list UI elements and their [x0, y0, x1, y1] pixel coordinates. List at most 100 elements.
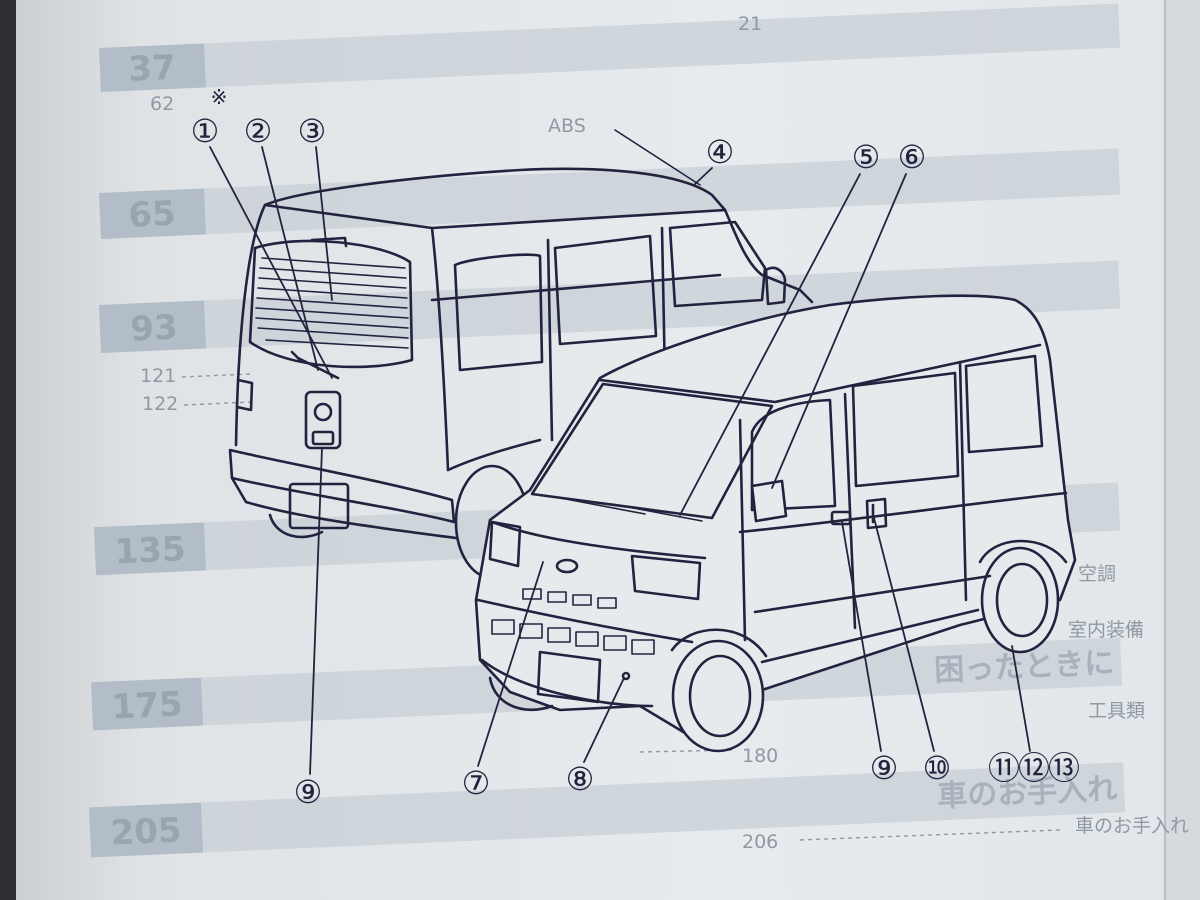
index-entry-label: 工具類: [1088, 700, 1145, 722]
front-van-roof-edge: [598, 343, 1042, 404]
left-headlamp: [488, 520, 522, 568]
defogger-line: [256, 297, 408, 309]
tab-bar: [98, 260, 1121, 353]
front-wheel-arch: [670, 628, 768, 658]
rear-van-left-edge: [234, 203, 267, 447]
section-tab: 93: [98, 260, 1121, 353]
bumper-vent: [631, 639, 655, 655]
section-tab: 37: [99, 3, 1120, 92]
index-entry-label: 車のお手入れ: [1075, 815, 1189, 837]
tab-number-box: [99, 43, 206, 92]
front-bumper-vents: [491, 619, 655, 655]
rear-window: [248, 239, 414, 369]
rear-van-sill: [446, 438, 542, 472]
tab-number: 205: [110, 810, 183, 853]
bumper-vent: [519, 623, 543, 639]
leader-line-11-13: [1011, 645, 1031, 752]
rear-van-front-window: [668, 220, 767, 308]
rear-van-side-window: [553, 234, 658, 346]
defogger-line: [255, 307, 409, 319]
rear-van-side-window: [453, 253, 544, 372]
front-door-handle: [830, 510, 852, 526]
leader-line-3: [315, 146, 333, 301]
callout-1: ①: [191, 112, 220, 150]
index-entry-label: ABS: [548, 115, 586, 137]
leader-line-9-side: [841, 521, 882, 752]
rear-quarter-window: [964, 354, 1044, 454]
rear-van-roof-edge: [263, 203, 727, 230]
front-wipers: [554, 496, 703, 522]
leader-line-8: [583, 677, 625, 763]
back-door-handle: [311, 430, 335, 446]
tab-number: 37: [127, 48, 176, 90]
back-door-handle-plate: [304, 390, 342, 450]
rear-van-nose: [723, 208, 814, 304]
windshield: [530, 382, 774, 520]
defogger-line: [257, 327, 409, 339]
rear-van-roof: [263, 167, 727, 212]
grille-slot: [572, 594, 592, 606]
roof-antenna: [614, 129, 701, 186]
front-view-van: [474, 294, 1077, 753]
sliding-door-handle: [865, 497, 888, 530]
callout-6: ⑥: [898, 138, 927, 176]
tab-number: 175: [111, 684, 184, 727]
leader-line-4: [694, 167, 713, 185]
callout-10: ⑩: [923, 749, 952, 787]
leader-line-6: [771, 173, 907, 489]
defogger-line: [257, 287, 408, 299]
front-van-door-mirror: [750, 479, 788, 523]
grille-slot: [597, 597, 617, 609]
defogger-line: [261, 257, 406, 269]
leader-line-7: [477, 561, 544, 767]
index-page-number: 206: [742, 831, 778, 853]
index-entry-label: 空調: [1078, 563, 1116, 585]
section-tab: 205 車のお手入れ: [89, 762, 1126, 858]
front-bumper-top: [476, 598, 694, 644]
index-page-number: 122: [142, 393, 178, 415]
front-door-window: [750, 398, 837, 512]
callout-12: ⑫: [1018, 749, 1050, 787]
bumper-vent: [575, 631, 599, 647]
note-mark: ※: [211, 85, 228, 109]
rear-defogger-lines: [255, 257, 409, 349]
back-door-keyhole: [313, 402, 333, 422]
index-page-number: 121: [140, 365, 176, 387]
index-page-number: 180: [742, 745, 778, 767]
index-leader-dots: [183, 401, 253, 406]
sliding-door-rear-edge: [958, 360, 968, 602]
callout-9-side: ⑨: [870, 749, 899, 787]
rear-bumper: [228, 448, 456, 524]
tab-number-box: [89, 802, 204, 858]
leader-line-9-rear: [309, 447, 323, 775]
rear-van-right-edge: [430, 226, 450, 472]
front-right-wheel-rim: [688, 654, 752, 738]
front-door-front-edge: [738, 418, 747, 642]
defogger-line: [258, 277, 407, 289]
right-headlamp: [630, 554, 702, 601]
callout-13: ⑬: [1048, 749, 1080, 787]
side-lower-molding: [753, 574, 992, 614]
rear-view-van: [228, 129, 814, 580]
index-page-number: 62: [150, 93, 174, 115]
front-emblem: [555, 558, 579, 574]
callout-leader-lines: [209, 146, 1031, 775]
callout-7: ⑦: [462, 764, 491, 802]
rear-van-door-mirror: [764, 266, 787, 306]
index-entries: 21 62 ABS 121 122 空調 室内装備 工具類 180 車のお手入れ…: [140, 13, 1189, 853]
grille-slot: [547, 591, 567, 603]
front-license-plate: [536, 650, 602, 704]
leader-line-10: [873, 517, 935, 752]
tab-number-box: [98, 300, 206, 353]
tab-number: 135: [114, 529, 187, 572]
defogger-line: [259, 267, 407, 279]
callout-5: ⑤: [852, 138, 881, 176]
front-bumper-bottom: [480, 658, 654, 708]
sliding-door-window: [851, 371, 960, 488]
leader-line-5: [679, 173, 861, 516]
side-belt-molding: [738, 491, 1068, 534]
tab-number: 93: [130, 308, 179, 350]
defogger-line: [255, 317, 409, 329]
leader-line-1: [209, 146, 333, 379]
